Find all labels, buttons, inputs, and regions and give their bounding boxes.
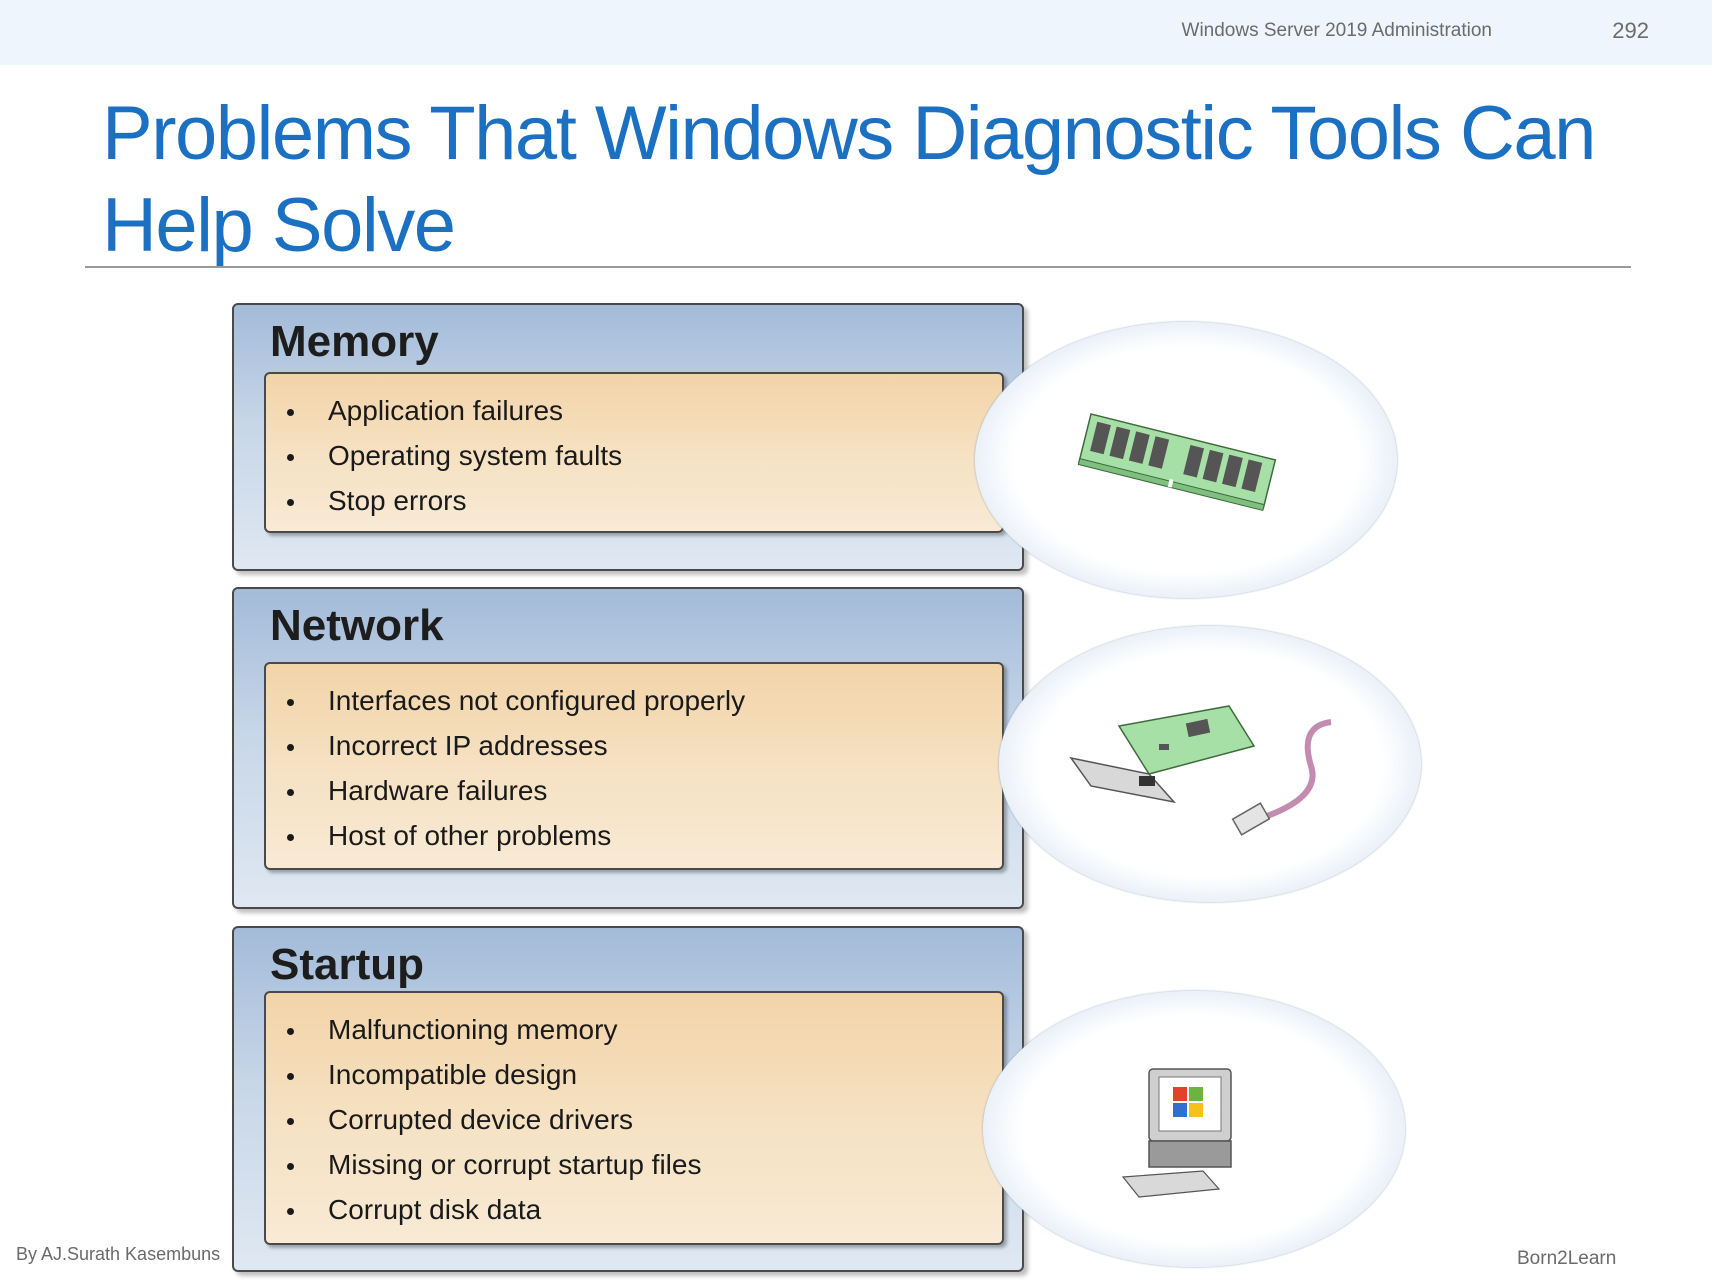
list-item: Hardware failures <box>266 768 1002 813</box>
network-panel: Network Interfaces not configured proper… <box>232 587 1024 909</box>
startup-heading: Startup <box>270 940 424 989</box>
network-card-icon <box>1069 705 1332 836</box>
memory-heading: Memory <box>270 317 439 366</box>
memory-list-box: Application failures Operating system fa… <box>264 372 1004 533</box>
list-item: Corrupted device drivers <box>266 1097 1002 1142</box>
network-heading: Network <box>270 601 444 650</box>
header-bar: Windows Server 2019 Administration 292 <box>0 0 1712 65</box>
network-list: Interfaces not configured properly Incor… <box>266 664 1002 858</box>
memory-panel: Memory Application failures Operating sy… <box>232 303 1024 571</box>
brand-name: Born2Learn <box>1517 1248 1617 1269</box>
memory-oval <box>975 322 1397 598</box>
startup-panel: Startup Malfunctioning memory Incompatib… <box>232 926 1024 1272</box>
title-divider <box>85 266 1631 268</box>
list-item: Interfaces not configured properly <box>266 678 1002 723</box>
list-item: Host of other problems <box>266 813 1002 858</box>
windows-computer-icon <box>1121 1068 1232 1198</box>
list-item: Application failures <box>266 388 1002 433</box>
startup-list-box: Malfunctioning memory Incompatible desig… <box>264 991 1004 1245</box>
course-name: Windows Server 2019 Administration <box>1181 20 1492 41</box>
network-list-box: Interfaces not configured properly Incor… <box>264 662 1004 870</box>
list-item: Operating system faults <box>266 433 1002 478</box>
list-item: Incorrect IP addresses <box>266 723 1002 768</box>
list-item: Stop errors <box>266 478 1002 523</box>
slide-title: Problems That Windows Diagnostic Tools C… <box>102 91 1596 268</box>
startup-list: Malfunctioning memory Incompatible desig… <box>266 993 1002 1232</box>
list-item: Corrupt disk data <box>266 1187 1002 1232</box>
network-oval <box>999 626 1421 902</box>
startup-oval <box>983 991 1405 1267</box>
list-item: Malfunctioning memory <box>266 1007 1002 1052</box>
author-credit: By AJ.Surath Kasembuns <box>16 1244 221 1264</box>
list-item: Incompatible design <box>266 1052 1002 1097</box>
page-number: 292 <box>1612 18 1649 43</box>
list-item: Missing or corrupt startup files <box>266 1142 1002 1187</box>
memory-list: Application failures Operating system fa… <box>266 374 1002 523</box>
memory-module-icon <box>1077 413 1277 512</box>
